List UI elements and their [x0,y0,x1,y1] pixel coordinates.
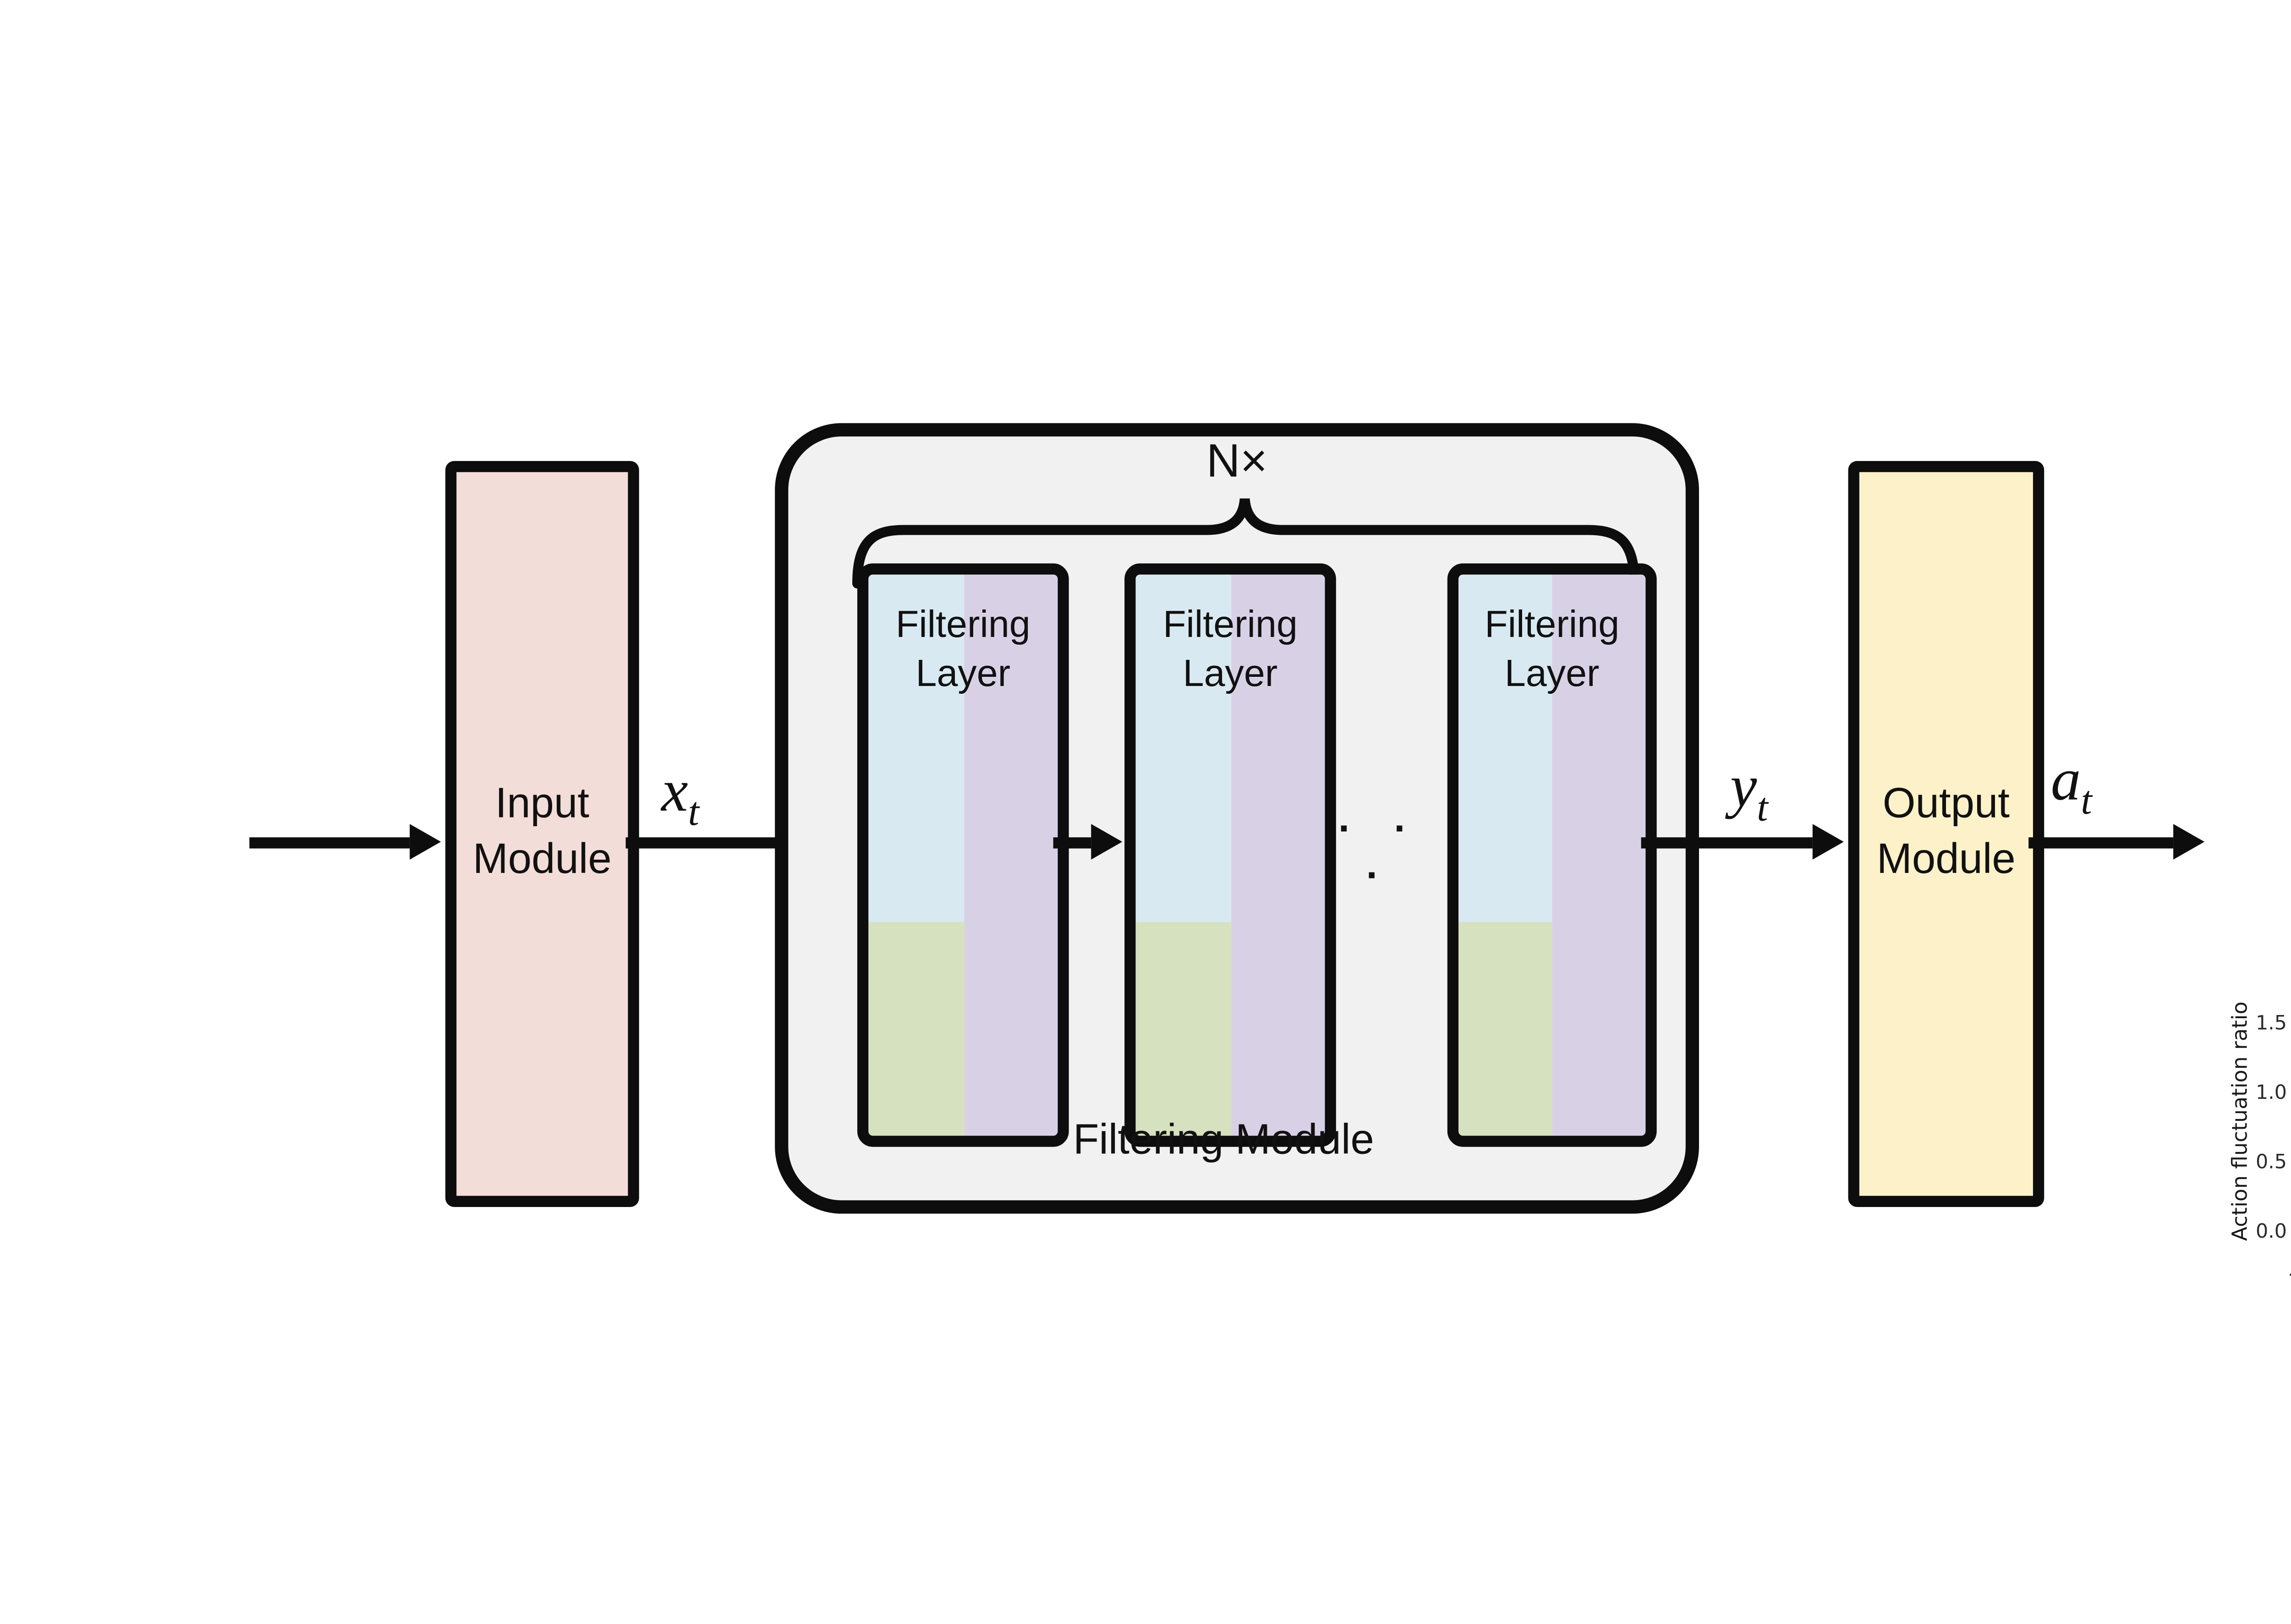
repeat-count-label: N× [1206,436,1268,488]
output-module-label: Output Module [1876,782,2016,883]
arrow-st-to-input [249,822,441,861]
svg-text:10-4: 10-4 [2284,1251,2291,1292]
svg-text:0.5: 0.5 [2256,1150,2287,1173]
arrow-yt-to-output [1641,822,1844,861]
filtering-layer-2: Filtering Layer [1124,563,1336,1147]
action-fluctuation-chart: 0.00.51.01.510-410-310-210-1Noise levelA… [2227,1002,2291,1292]
filtering-module-label: Filtering Module [1073,1118,1374,1165]
svg-text:Action fluctuation ratio: Action fluctuation ratio [2227,1002,2252,1241]
arrow-layer1-layer2 [1053,822,1123,861]
output-module-box: Output Module [1848,461,2044,1207]
svg-text:0.0: 0.0 [2256,1220,2287,1243]
signal-label-xt: xt [661,757,699,834]
arrow-at-out [2028,822,2205,861]
filtering-layer-1: Filtering Layer [857,563,1069,1147]
filtering-layer-1-label: Filtering Layer [895,603,1030,695]
signal-label-yt: yt [1730,752,1768,829]
filtering-layer-2-label: Filtering Layer [1163,603,1298,695]
input-module-label: Input Module [472,782,612,883]
signal-label-at: at [2050,746,2092,823]
svg-text:1.5: 1.5 [2256,1011,2287,1034]
svg-text:1.0: 1.0 [2256,1081,2287,1104]
filtering-layer-n: Filtering Layer [1447,563,1657,1147]
filtering-layer-n-label: Filtering Layer [1485,603,1620,695]
input-module-box: Input Module [445,461,639,1207]
layers-ellipsis: · · · [1338,806,1423,898]
